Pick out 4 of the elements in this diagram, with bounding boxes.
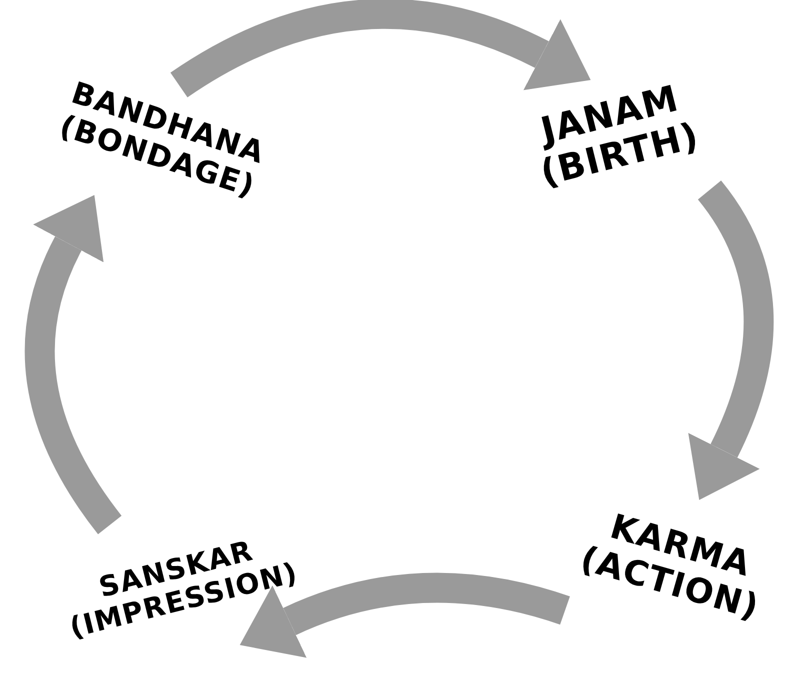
- curved-arrow: [24, 194, 122, 534]
- curved-arrow: [170, 0, 592, 98]
- curved-arrow: [688, 181, 774, 501]
- curved-arrow: [239, 572, 570, 658]
